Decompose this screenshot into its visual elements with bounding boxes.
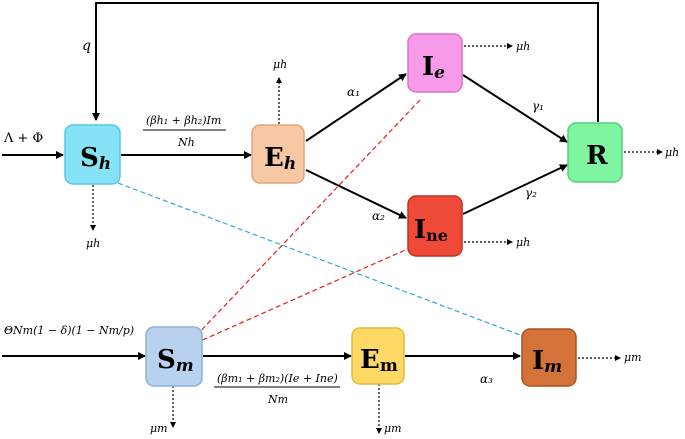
svg-text:R: R <box>586 141 608 171</box>
node-sm: Sm <box>145 326 203 387</box>
ie-to-r-arrow <box>462 74 568 143</box>
svg-text:(βm₁ + βm₂)(Ie + Ine): (βm₁ + βm₂)(Ie + Ine) <box>217 372 338 385</box>
ie-mu-label: μh <box>516 40 530 53</box>
sh-im-transmission-link <box>117 182 529 339</box>
svg-text:Em: Em <box>360 345 398 376</box>
im-mu-label: μm <box>624 351 642 364</box>
svg-text:Nh: Nh <box>177 136 195 149</box>
node-ie: Ie <box>407 33 463 93</box>
node-ine: Ine <box>407 195 463 257</box>
svg-text:Ie: Ie <box>422 52 445 83</box>
svg-text:Ine: Ine <box>414 215 448 245</box>
svg-text:(βh₁ + βh₂)Im: (βh₁ + βh₂)Im <box>146 114 221 127</box>
node-r: R <box>567 122 623 183</box>
svg-text:Sm: Sm <box>157 345 194 376</box>
node-em: Em <box>351 327 405 385</box>
force-of-infection-h: (βh₁ + βh₂)Im Nh <box>143 114 226 149</box>
svg-text:Sh: Sh <box>80 143 111 174</box>
ine-mu-label: μh <box>516 236 530 249</box>
em-mu-label: μm <box>384 422 402 435</box>
eh-to-ie-arrow <box>305 73 407 142</box>
recruit-m-label: ΘNm(1 − δ)(1 − Nm/p) <box>4 324 134 337</box>
ine-sm-transmission-link <box>197 246 413 343</box>
eh-to-ine-arrow <box>305 169 407 219</box>
force-of-infection-m: (βm₁ + βm₂)(Ie + Ine) Nm <box>214 372 340 406</box>
alpha3-label: α₃ <box>480 372 493 386</box>
alpha2-label: α₂ <box>372 209 385 223</box>
sh-mu-label: μh <box>86 237 100 250</box>
svg-text:Eh: Eh <box>264 143 296 174</box>
svg-text:Nm: Nm <box>267 393 288 406</box>
node-eh: Eh <box>251 124 305 184</box>
q-label: q <box>82 38 91 54</box>
eh-mu-label: μh <box>273 58 287 71</box>
r-mu-label: μh <box>665 146 679 159</box>
node-im: Im <box>521 328 577 387</box>
svg-text:Im: Im <box>532 346 562 377</box>
node-sh: Sh <box>64 124 121 185</box>
gamma2-label: γ₂ <box>525 186 537 200</box>
ine-to-r-arrow <box>462 164 568 215</box>
ie-sm-transmission-link <box>193 99 421 339</box>
feedback-arrow-r-to-sh <box>92 2 599 122</box>
alpha1-label: α₁ <box>347 85 360 99</box>
gamma1-label: γ₁ <box>532 99 544 113</box>
sm-mu-label: μm <box>150 422 168 435</box>
recruit-h-label: Λ + Φ <box>3 131 43 146</box>
